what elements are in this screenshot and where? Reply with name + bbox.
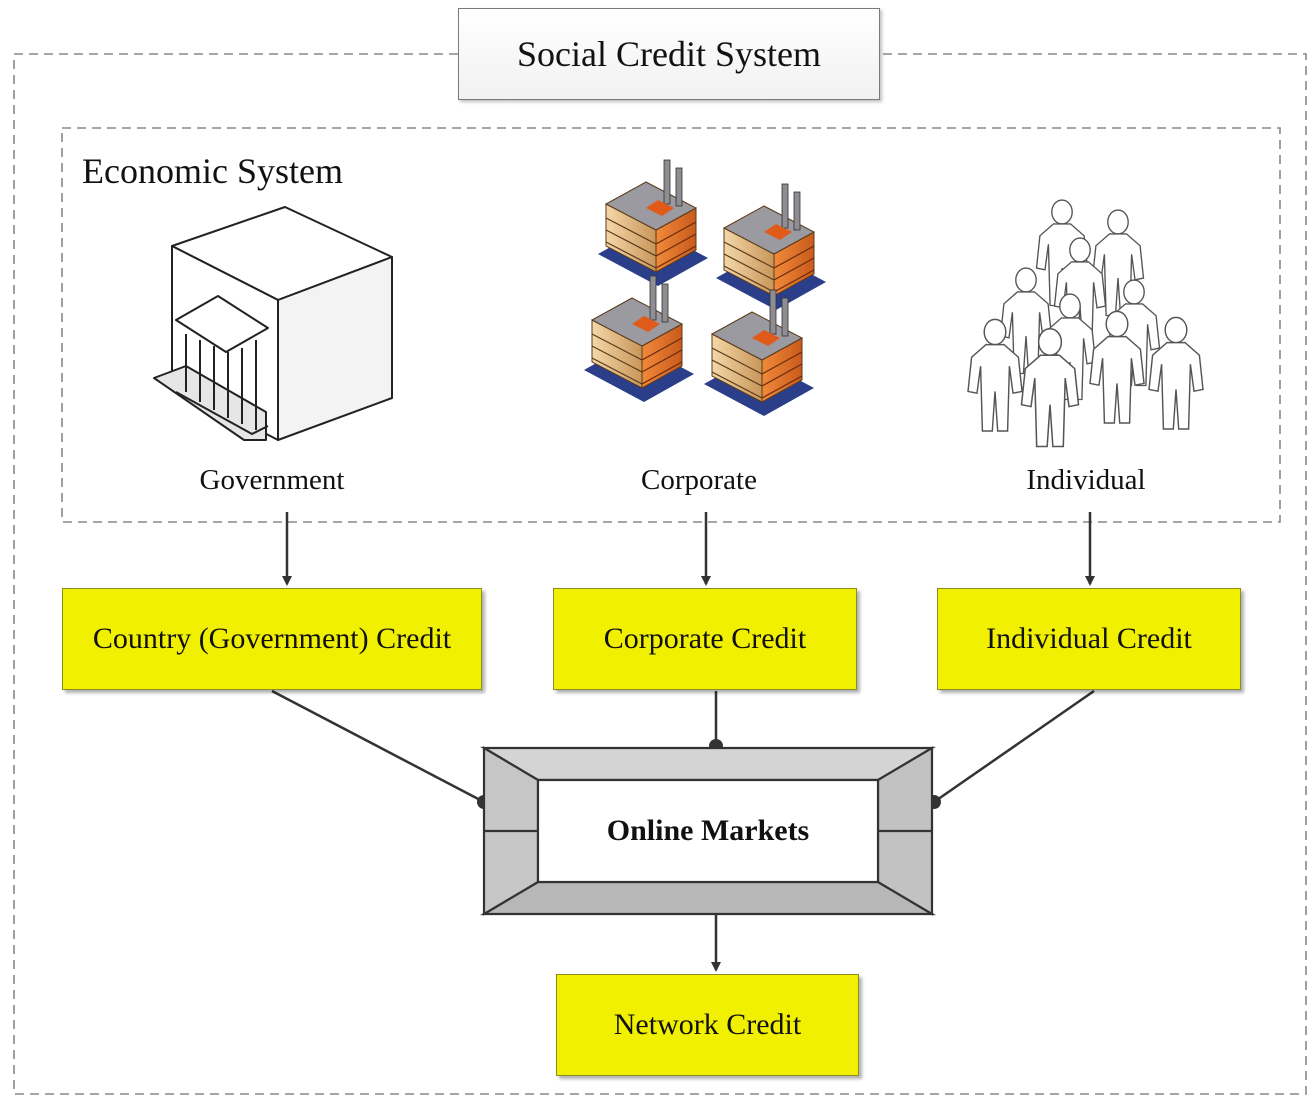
individual-label: Individual (1026, 464, 1146, 496)
country-government-credit-box: Country (Government) Credit (62, 588, 482, 690)
connector-individual-credit-to-markets (933, 689, 1095, 804)
corporate-label: Corporate (641, 464, 757, 496)
economic-system-label: Economic System (82, 151, 343, 191)
person-figure (999, 267, 1053, 375)
factory-building (704, 289, 814, 416)
person-figure (1020, 327, 1080, 448)
online-markets-frame (479, 746, 937, 916)
connector-country-credit-to-markets (271, 689, 485, 804)
social-credit-system-title: Social Credit System (458, 8, 880, 100)
individual-credit-box: Individual Credit (937, 588, 1241, 690)
government-label: Government (199, 464, 345, 496)
people-crowd-icon (967, 199, 1204, 448)
factory-building (716, 183, 826, 310)
economic-system-border (61, 127, 1281, 523)
government-building-icon (153, 206, 393, 441)
factory-building (584, 275, 694, 402)
person-figure (1089, 310, 1145, 424)
factory-icon (584, 159, 826, 416)
online-markets-label: Online Markets (606, 814, 810, 847)
factory-building (598, 159, 708, 286)
person-figure (1148, 316, 1204, 430)
person-figure (967, 318, 1023, 432)
corporate-credit-box: Corporate Credit (553, 588, 857, 690)
social-credit-system-border (13, 53, 1307, 1095)
network-credit-box: Network Credit (556, 974, 859, 1076)
